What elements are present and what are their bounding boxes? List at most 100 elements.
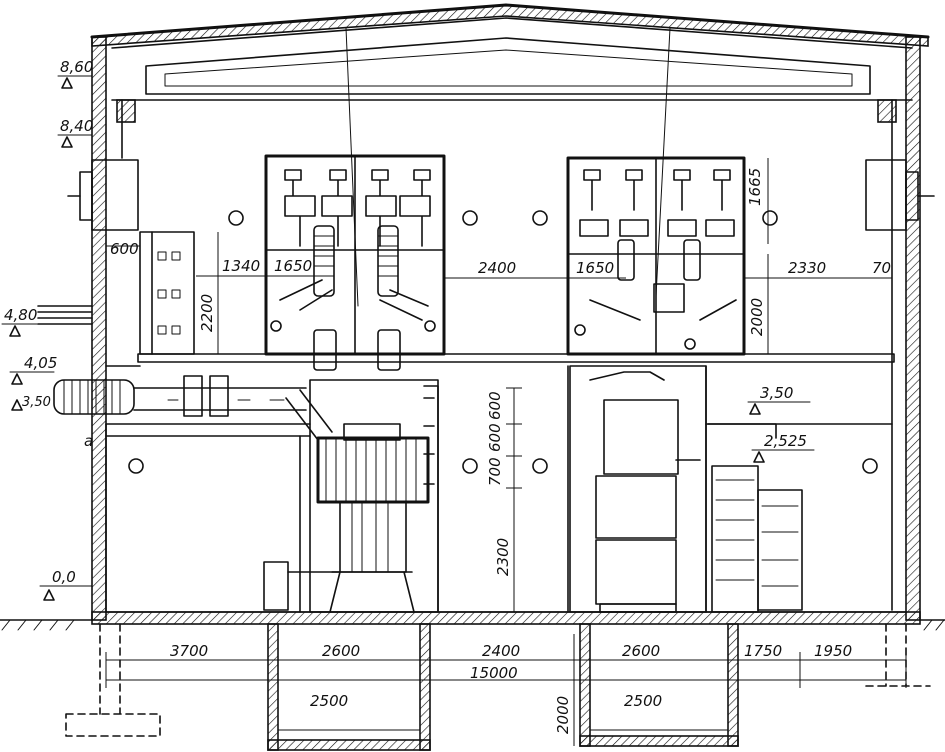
dim-2400: 2400 <box>478 259 516 277</box>
left-lamp-1 <box>270 320 282 332</box>
marker-a: a <box>84 432 93 450</box>
elevation-level-b: 2,525 <box>764 432 807 450</box>
ground-hatch-right <box>923 619 945 631</box>
foundation-dashed <box>65 623 161 737</box>
elevation-eaves-arrow <box>61 136 73 148</box>
left-insulator-1 <box>313 225 335 297</box>
left-breaker-2 <box>321 169 353 247</box>
elevation-ridge-arrow <box>61 77 73 89</box>
lower-columns <box>105 365 707 613</box>
dimension-labels: 600 1340 1650 2400 1650 2330 70 1665 220… <box>110 168 891 734</box>
cable-channels <box>65 623 931 751</box>
dim-2500-left: 2500 <box>310 692 348 710</box>
dim-2600-right: 2600 <box>622 642 660 660</box>
channel-left-wall <box>267 623 279 751</box>
right-wall <box>905 36 921 621</box>
dim-ticks-frame <box>506 387 522 613</box>
dim-600: 600 <box>110 240 139 258</box>
left-switchgear <box>264 154 446 371</box>
left-breaker-3 <box>365 169 397 247</box>
elevation-level-b-arrow <box>753 451 765 463</box>
reactor-top-hood <box>589 371 665 381</box>
right-lamp-1 <box>574 324 586 336</box>
duct-ct-1 <box>183 375 203 417</box>
right-disconnect <box>589 299 737 321</box>
dim-2300: 2300 <box>494 538 512 576</box>
transformer-room <box>309 379 439 613</box>
channel-left-wall-r <box>419 623 431 751</box>
reactor-base <box>599 603 677 613</box>
dim-600-b: 600 <box>486 423 504 452</box>
dimension-lines <box>105 158 907 746</box>
elevation-eaves: 8,40 <box>60 117 93 135</box>
left-insulator-2 <box>377 225 399 297</box>
transformer-top-cover <box>343 423 401 441</box>
dim-70: 70 <box>872 259 891 277</box>
left-insulator-ribs <box>313 235 399 277</box>
panel-devices <box>157 251 181 335</box>
roof-truss <box>145 37 871 95</box>
elevation-level-a-arrow <box>749 403 761 415</box>
dim-3700: 3700 <box>170 642 208 660</box>
floor-slab <box>91 611 921 625</box>
lamp-4 <box>762 210 778 226</box>
transformer-frame-right <box>423 385 439 613</box>
wall-lamps <box>128 210 878 474</box>
transformer-core <box>339 501 407 573</box>
ground-hatch-left <box>1 619 75 631</box>
dim-2000-depth: 2000 <box>554 696 572 734</box>
right-switchgear <box>566 156 746 356</box>
dim-2600-left: 2600 <box>322 642 360 660</box>
lamp-1 <box>228 210 244 226</box>
dim-600-a: 600 <box>486 391 504 420</box>
reactor-middle <box>595 475 677 539</box>
busbar-duct <box>133 375 333 441</box>
left-lamp-2 <box>424 320 436 332</box>
truss-inner <box>164 49 853 87</box>
right-breaker-2 <box>619 169 649 237</box>
right-wall-box <box>865 159 907 231</box>
right-insulator-1 <box>617 239 635 281</box>
control-panel <box>139 231 195 355</box>
wheel-pump <box>263 561 289 611</box>
duct-ct-2 <box>209 375 229 417</box>
roof-inner <box>111 17 913 49</box>
dim-15000: 15000 <box>470 664 518 682</box>
elevation-bushing-arrow <box>11 399 23 411</box>
elevation-floor-arrow <box>43 589 55 601</box>
dim-1665: 1665 <box>746 168 764 206</box>
left-bushing-down-2 <box>377 329 401 371</box>
wall-bushing <box>53 379 135 415</box>
dim-1650-right: 1650 <box>576 259 614 277</box>
reactor-upper <box>603 399 679 475</box>
bushing-ribs <box>63 379 121 415</box>
left-wall <box>91 36 107 621</box>
transformer-coils <box>351 501 389 573</box>
channel-right-wall <box>579 623 591 747</box>
right-breaker-1 <box>579 169 609 237</box>
right-insulator-2 <box>683 239 701 281</box>
elevation-bushing: 3,50 <box>22 395 51 410</box>
dim-2000: 2000 <box>748 298 766 336</box>
left-beam-pad <box>116 99 136 123</box>
reactor-room <box>569 365 707 613</box>
right-lamp-2 <box>684 338 696 350</box>
left-breaker-1 <box>284 169 316 247</box>
duct-angle <box>285 389 333 441</box>
right-reactor <box>569 365 707 613</box>
dim-2330: 2330 <box>788 259 826 277</box>
dim-1750: 1750 <box>744 642 782 660</box>
left-breaker-4 <box>399 169 431 247</box>
channel-right-bottom <box>579 735 739 747</box>
dim-700: 700 <box>486 457 504 486</box>
aux-motor <box>757 489 803 611</box>
foundation-dashed-right <box>865 623 931 687</box>
elevation-busbar-arrow <box>11 373 23 385</box>
dim-1950: 1950 <box>814 642 852 660</box>
left-control-panel <box>139 231 195 355</box>
elevation-ridge: 8,60 <box>60 58 93 76</box>
right-mechanism <box>653 283 685 313</box>
lamp-5 <box>128 458 144 474</box>
elevation-level-a: 3,50 <box>760 384 793 402</box>
